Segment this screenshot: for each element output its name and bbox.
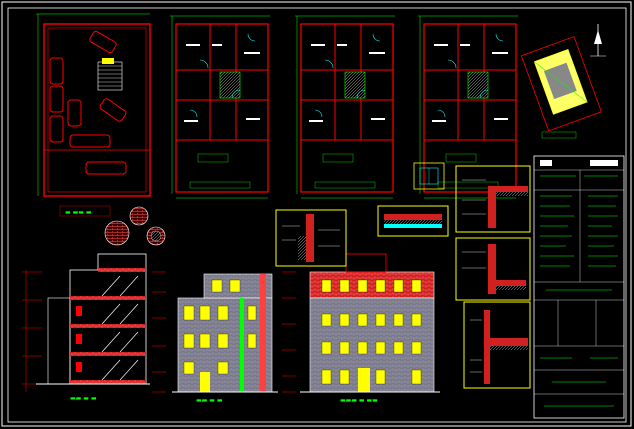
svg-text:▬▬ ▬ ▬: ▬▬ ▬ ▬ [70, 395, 97, 402]
first-floor-plan [294, 15, 396, 199]
section-a-a: ▬▬ ▬ ▬ [22, 253, 150, 402]
inner-frame [7, 7, 627, 423]
key-plan [413, 162, 445, 190]
svg-text:▬▬ ▬ ▬: ▬▬ ▬ ▬ [196, 397, 223, 404]
brick-hatch-icon [104, 206, 166, 246]
typical-floor-plan [417, 15, 519, 199]
parking-plan: ▬ ▬▬ ▬ [36, 13, 151, 217]
svg-text:▬▬▬ ▬ ▬▬: ▬▬▬ ▬ ▬▬ [340, 397, 378, 404]
site-plan [520, 24, 606, 139]
north-arrow-icon [590, 24, 606, 57]
svg-text:▬ ▬▬ ▬: ▬ ▬▬ ▬ [65, 209, 92, 216]
wall-details [275, 165, 531, 389]
title-block [533, 155, 625, 419]
ground-floor-plan [170, 15, 270, 199]
front-elevation: ▬▬▬ ▬ ▬▬ [282, 253, 440, 404]
side-elevation: ▬▬ ▬ ▬ [152, 271, 278, 404]
